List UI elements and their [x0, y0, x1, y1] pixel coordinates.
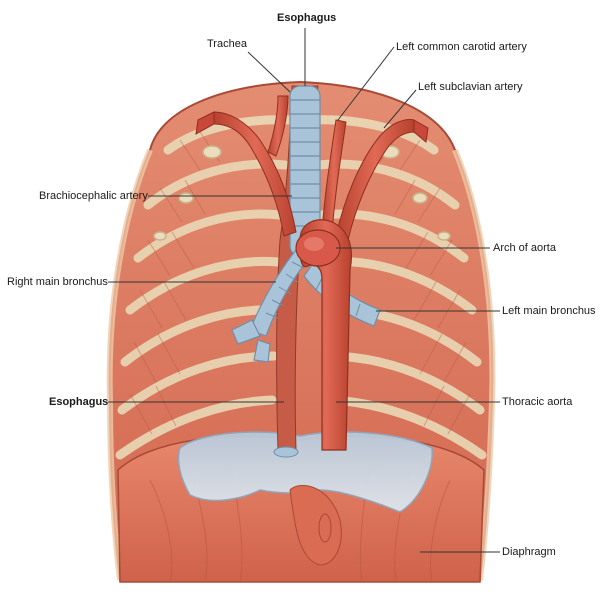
label-esophagus-top: Esophagus [277, 12, 336, 25]
label-left-main-bronchus: Left main bronchus [502, 305, 596, 318]
label-brachiocephalic-artery: Brachiocephalic artery [39, 190, 148, 203]
label-esophagus-side: Esophagus [49, 396, 108, 409]
label-left-common-carotid-artery: Left common carotid artery [396, 41, 527, 54]
label-arch-of-aorta: Arch of aorta [493, 242, 556, 255]
label-diaphragm: Diaphragm [502, 546, 556, 559]
label-left-subclavian-artery: Left subclavian artery [418, 81, 523, 94]
label-thoracic-aorta: Thoracic aorta [502, 396, 572, 409]
label-trachea: Trachea [207, 38, 247, 51]
label-right-main-bronchus: Right main bronchus [7, 276, 108, 289]
